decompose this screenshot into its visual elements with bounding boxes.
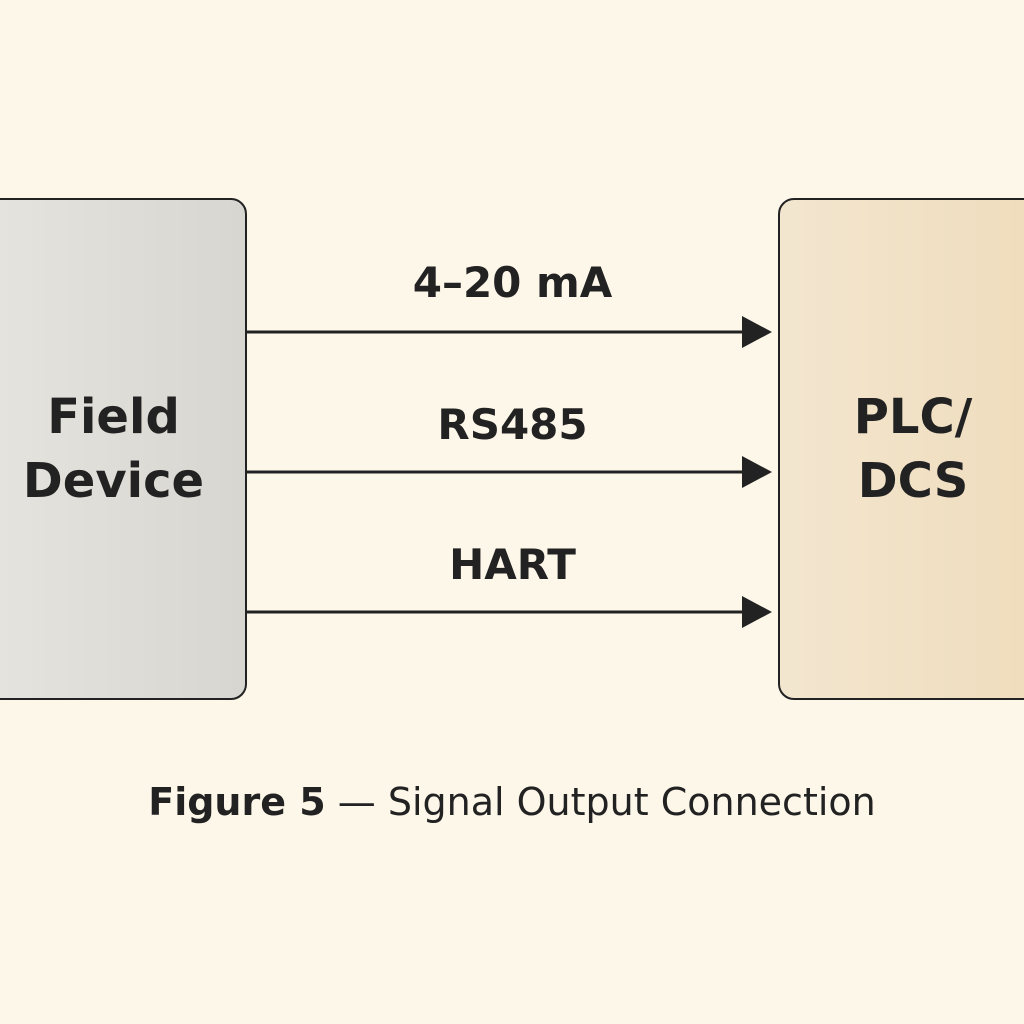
- arrow-4-20ma: [247, 316, 772, 348]
- arrow-hart: [247, 596, 772, 628]
- plc-line2: DCS: [857, 453, 969, 509]
- arrow-rs485: [247, 456, 772, 488]
- connection-label-rs485: RS485: [437, 400, 588, 449]
- connection-label-4-20ma: 4–20 mA: [412, 258, 613, 307]
- figure-caption: Figure 5 — Signal Output Connection: [0, 780, 1024, 824]
- field-device-line2: Device: [22, 453, 205, 509]
- caption-number: Figure 5: [148, 780, 326, 824]
- field-device-line1: Field: [47, 389, 180, 445]
- plc-line1: PLC/: [853, 389, 973, 445]
- plc-dcs-block: PLC/DCS: [778, 198, 1024, 700]
- caption-title: Signal Output Connection: [387, 780, 876, 824]
- caption-separator: —: [325, 780, 388, 824]
- connection-label-hart: HART: [449, 540, 576, 589]
